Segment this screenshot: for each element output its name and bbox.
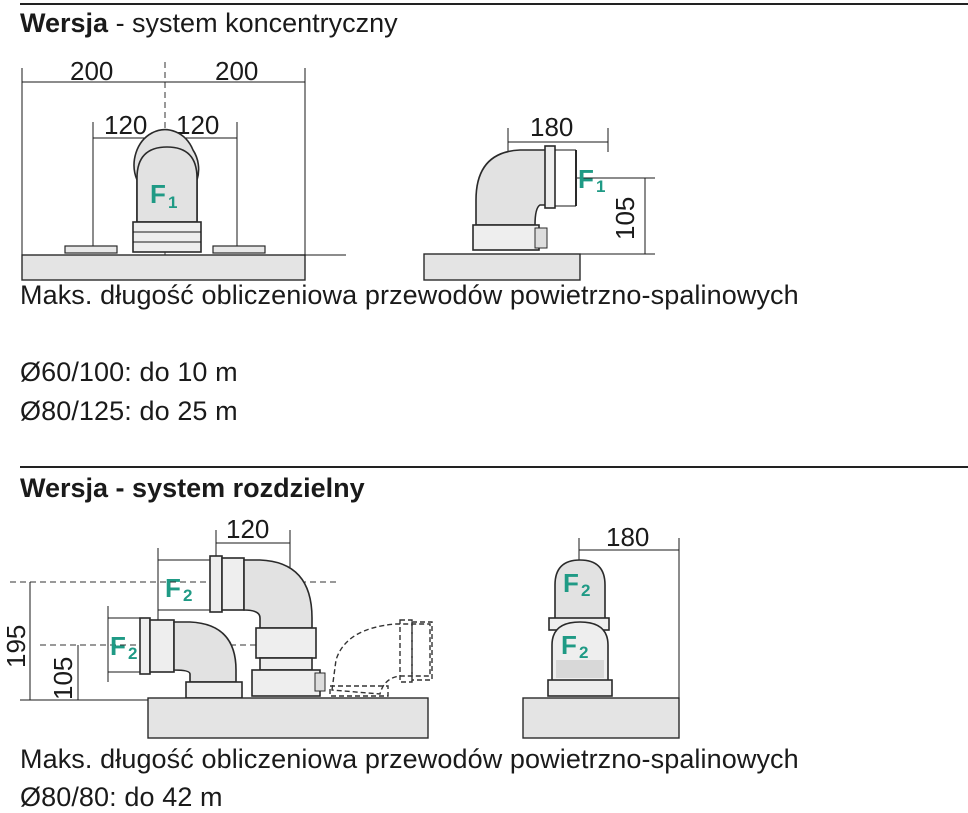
- split-system-diagram: 120 F 2 195 105 F 2: [1, 514, 433, 739]
- dim-split-120: 120: [226, 514, 269, 544]
- section1-caption: Maks. długość obliczeniowa przewodów pow…: [20, 280, 799, 310]
- concentric-elbow-diagram: 180 105 F 1: [423, 112, 655, 281]
- section2-heading: Wersja - system rozdzielny: [20, 473, 365, 503]
- flue-label-f2-upper: F: [165, 573, 181, 603]
- dim-split-105: 105: [48, 657, 78, 700]
- flue-label-f2-front: F: [561, 630, 577, 660]
- flue-label-f1-b: F: [578, 164, 594, 194]
- section1-spec-2: Ø80/125: do 25 m: [20, 396, 238, 426]
- concentric-vertical-diagram: 200 200 120 120 F 1: [21, 56, 346, 281]
- dim-left-200: 200: [70, 56, 113, 86]
- section2-caption: Maks. długość obliczeniowa przewodów pow…: [20, 744, 799, 774]
- dim-right-200: 200: [215, 56, 258, 86]
- flue-sub-f2-lower: 2: [128, 644, 137, 663]
- flue-label-f2-lower: F: [110, 631, 126, 661]
- dim-left-120: 120: [104, 110, 147, 140]
- section1-spec-1: Ø60/100: do 10 m: [20, 357, 238, 387]
- middle-divider: [20, 466, 968, 468]
- dim-split-180: 180: [606, 522, 649, 552]
- dim-split-195: 195: [1, 625, 31, 668]
- flue-label-f1-a: F: [150, 179, 166, 209]
- flue-sub-f2-back: 2: [581, 581, 590, 600]
- flue-sub-f1-b: 1: [596, 177, 605, 196]
- flue-sub-f2-front: 2: [579, 643, 588, 662]
- dim-right-120: 120: [176, 110, 219, 140]
- split-vertical-diagram: 180 F 2 F 2: [522, 522, 680, 739]
- flue-sub-f2-upper: 2: [183, 586, 192, 605]
- section2-spec-1: Ø80/80: do 42 m: [20, 782, 223, 812]
- dim-elbow-180: 180: [530, 112, 573, 142]
- dim-elbow-105: 105: [610, 197, 640, 240]
- top-divider: [20, 3, 968, 5]
- section1-heading: Wersja - system koncentryczny: [20, 8, 398, 38]
- flue-sub-f1-a: 1: [168, 193, 177, 212]
- flue-label-f2-back: F: [563, 568, 579, 598]
